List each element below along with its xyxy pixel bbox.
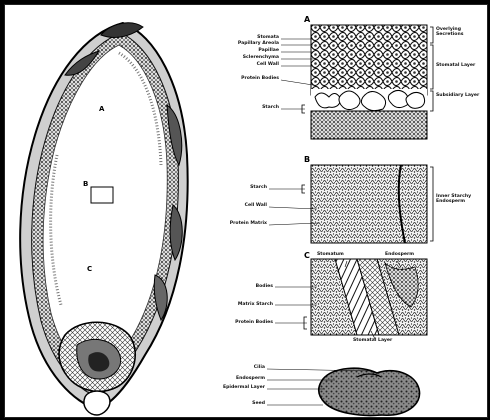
panel-d-seed	[267, 368, 420, 415]
panel-c-micrograph	[275, 259, 427, 339]
label-d-epidermal-layer: Epidermal Layer	[211, 386, 265, 391]
label-a-sclerenchyma: Sclerenchyma	[225, 56, 279, 61]
label-c-matrix-starch: Matrix Starch	[219, 303, 273, 308]
label-a-cell-wall: Cell Wall	[235, 63, 279, 68]
label-b-cell-wall: Cell Wall	[223, 204, 267, 209]
label-a-papillae: Papillae	[235, 49, 279, 54]
overview-marker-a: A	[99, 105, 104, 113]
label-a-protein-bodies: Protein Bodies	[225, 77, 279, 82]
label-c-bodies: Bodies	[227, 285, 273, 290]
panel-c-letter: C	[304, 251, 310, 260]
label-d-cilia: Cilia	[217, 366, 265, 371]
label-d-endosperm: Endosperm	[217, 377, 265, 382]
panel-b-letter: B	[304, 155, 310, 164]
label-a-papillary-areola: Papillary Areola	[225, 42, 279, 47]
figure-frame: A B C A B C Stomata Papillary Areola Pap…	[4, 4, 488, 418]
label-c-endosperm: Endosperm	[385, 253, 414, 258]
grain-section-drawing	[20, 23, 188, 415]
label-a-overlying-secretions: Overlying Secretions	[436, 28, 484, 37]
overview-marker-c: C	[87, 265, 92, 273]
label-c-stomatal-layer: Stomatal Layer	[353, 339, 392, 344]
label-d-seed: Seed	[217, 402, 265, 407]
overview-marker-b: B	[83, 180, 88, 188]
panel-a-letter: A	[304, 15, 310, 24]
label-c-protein-bodies: Protein Bodies	[219, 321, 273, 326]
label-c-stomatum: Stomatum	[317, 253, 344, 258]
label-a-subsidiary-layer: Subsidiary Layer	[436, 94, 484, 99]
label-a-stomatal-layer: Stomatal Layer	[436, 64, 475, 69]
label-a-stomata: Stomata	[235, 36, 279, 41]
label-b-protein-matrix: Protein Matrix	[217, 222, 267, 227]
panel-b-micrograph	[269, 165, 433, 243]
label-b-inner-starchy-endosperm: Inner Starchy Endosperm	[436, 195, 486, 204]
label-b-starch: Starch	[223, 186, 267, 191]
panel-a-micrograph	[281, 25, 433, 139]
label-a-starch: Starch	[235, 106, 279, 111]
